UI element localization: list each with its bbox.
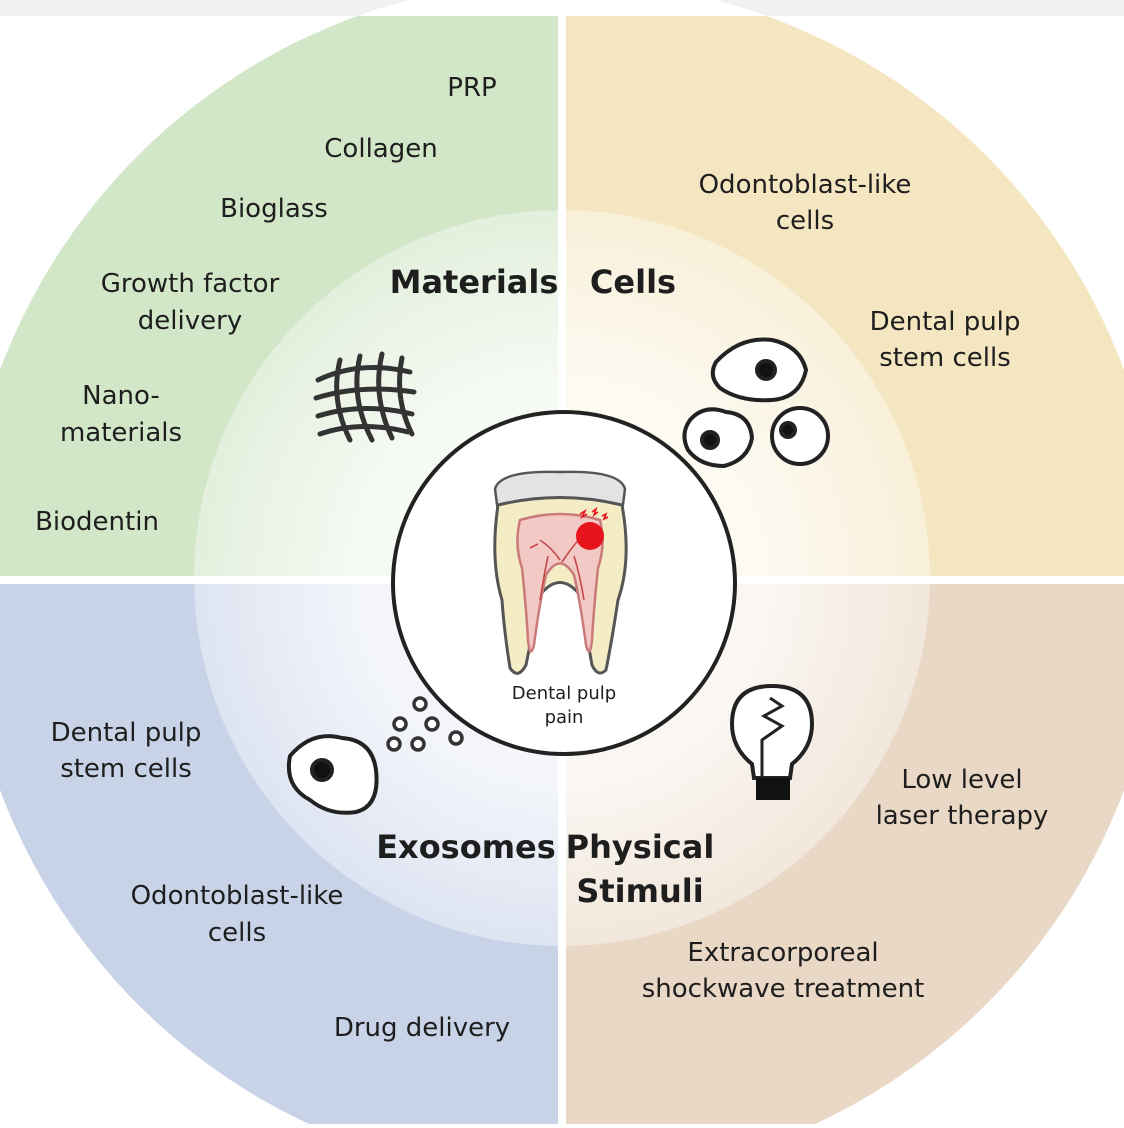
exosomes-items: Dental pulp stem cells Odontoblast-like … <box>51 718 511 1043</box>
materials-item-collagen: Collagen <box>324 134 437 164</box>
physical-items: Low level laser therapy Extracorporeal s… <box>642 765 1049 1004</box>
physical-item-low-level: Low level <box>901 765 1022 795</box>
materials-item-bioglass: Bioglass <box>220 194 328 224</box>
physical-item-extracorporeal: Extracorporeal <box>687 938 878 968</box>
center-label-line2: pain <box>545 707 584 728</box>
exosome-vesicles-icon <box>386 696 464 752</box>
physical-title-line1: Physical <box>566 828 715 866</box>
physical-item-shockwave: shockwave treatment <box>642 974 925 1004</box>
physical-item-laser-therapy: laser therapy <box>876 801 1049 831</box>
fiber-mesh-icon <box>313 351 417 443</box>
cells-title: Cells <box>590 263 676 301</box>
materials-item-delivery: delivery <box>138 306 242 336</box>
cells-items: Odontoblast-like cells Dental pulp stem … <box>699 170 1021 373</box>
tooth-icon <box>493 470 628 675</box>
exosomes-item-drug-delivery: Drug delivery <box>334 1013 510 1043</box>
cells-item-odontoblast-cells: cells <box>776 206 834 236</box>
cells-item-stem-cells: stem cells <box>879 343 1011 373</box>
pain-spot-icon <box>576 522 604 550</box>
materials-item-nano: Nano- <box>82 381 160 411</box>
exosome-cell-icon <box>287 734 379 815</box>
exosomes-item-dental-pulp: Dental pulp <box>51 718 202 748</box>
materials-item-biodentin: Biodentin <box>35 507 159 537</box>
materials-title: Materials <box>390 263 559 301</box>
light-bulb-icon <box>729 683 815 800</box>
materials-item-growth-factor: Growth factor <box>101 269 280 299</box>
materials-item-prp: PRP <box>447 73 496 103</box>
materials-items: PRP Collagen Bioglass Growth factor deli… <box>35 73 497 537</box>
cells-item-dental-pulp: Dental pulp <box>870 307 1021 337</box>
exosomes-title: Exosomes <box>376 828 556 866</box>
materials-item-materials: materials <box>60 418 182 448</box>
cells-item-odontoblast: Odontoblast-like <box>699 170 912 200</box>
center-label-line1: Dental pulp <box>512 683 616 704</box>
cells-icon <box>682 337 830 469</box>
exosomes-item-odontoblast: Odontoblast-like <box>131 881 344 911</box>
physical-title-line2: Stimuli <box>576 872 703 910</box>
exosomes-item-stem-cells: stem cells <box>60 754 192 784</box>
exosomes-item-odontoblast-cells: cells <box>208 918 266 948</box>
